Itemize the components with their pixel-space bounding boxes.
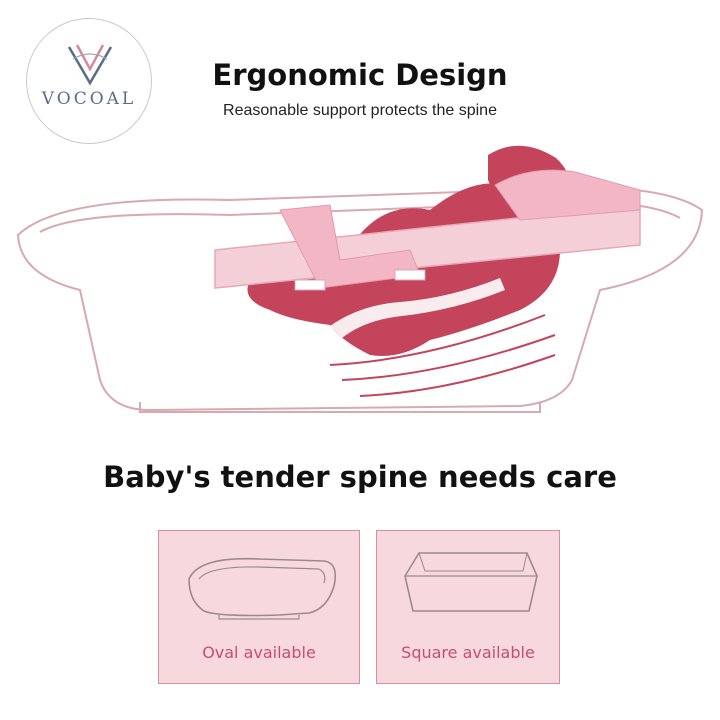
bathtub-illustration	[16, 145, 704, 413]
brand-logo: VOCOAL	[26, 18, 152, 144]
support-band	[214, 169, 641, 291]
page-title: Ergonomic Design	[212, 58, 508, 92]
option-label-square: Square available	[401, 643, 535, 662]
option-label-oval: Oval available	[202, 643, 316, 662]
square-tub-icon	[404, 552, 538, 612]
vocoal-v-icon	[67, 44, 113, 86]
page-subtitle: Reasonable support protects the spine	[223, 102, 497, 119]
oval-tub-icon	[188, 557, 337, 620]
section-headline: Baby's tender spine needs care	[103, 460, 617, 494]
tub-outline	[16, 186, 704, 413]
brand-name: VOCOAL	[41, 89, 137, 109]
option-card-square: Square available	[376, 530, 560, 684]
option-card-oval: Oval available	[158, 530, 360, 684]
motion-lines	[329, 314, 556, 397]
